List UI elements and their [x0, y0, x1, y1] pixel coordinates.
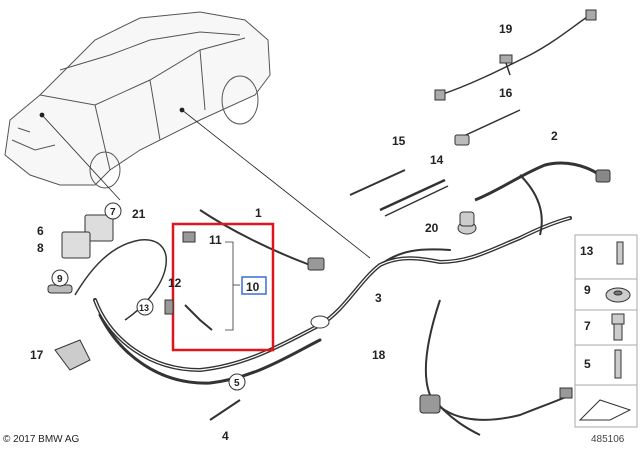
connector-18	[419, 387, 573, 414]
legend-label-5: 5	[584, 357, 591, 371]
callout-8[interactable]: 8	[37, 241, 44, 255]
legend-clip-icon	[616, 241, 624, 265]
highlight-box-10	[171, 222, 275, 352]
cable-21	[74, 239, 167, 321]
bracket-8	[61, 231, 91, 259]
cable-14	[379, 178, 449, 217]
legend-label-7: 7	[584, 319, 591, 333]
callout-9[interactable]: 9	[57, 274, 63, 285]
copyright-text: © 2017 BMW AG	[3, 434, 80, 445]
callout-11[interactable]: 11	[209, 233, 222, 247]
legend-panel: 13 9 7 5	[574, 234, 638, 428]
parts-in-box	[164, 231, 213, 331]
callout-4[interactable]: 4	[222, 429, 229, 443]
callout-19[interactable]: 19	[499, 22, 513, 36]
legend-arrow-icon	[578, 399, 632, 421]
callout-12[interactable]: 12	[168, 276, 182, 290]
legend-screw-icon	[614, 349, 622, 379]
callout-18[interactable]: 18	[372, 348, 386, 362]
callout-labels: 1 2 3 4 6 8 11 12 14 15 16 17 18 19 20 2…	[30, 22, 558, 443]
cable-18	[424, 299, 571, 436]
harness-clip	[310, 315, 330, 329]
callout-20[interactable]: 20	[425, 221, 439, 235]
callout-10[interactable]: 10	[246, 280, 260, 294]
document-number: 485106	[591, 434, 625, 445]
callout-15[interactable]: 15	[392, 134, 406, 148]
callout-2[interactable]: 2	[551, 129, 558, 143]
connector-19	[434, 9, 597, 101]
battery-cable-2	[474, 161, 601, 236]
bracket-17	[54, 339, 91, 371]
legend-label-9: 9	[584, 283, 591, 297]
vehicle-outline	[4, 11, 271, 189]
bolt-4	[209, 399, 241, 421]
callout-21[interactable]: 21	[132, 207, 146, 221]
grommet-20	[457, 211, 477, 235]
terminal-2	[595, 169, 611, 183]
legend-nut-icon	[605, 287, 631, 303]
sensor-16	[454, 134, 470, 146]
callout-14[interactable]: 14	[430, 153, 444, 167]
module-6	[84, 214, 114, 242]
callout-1[interactable]: 1	[255, 206, 262, 220]
callout-13[interactable]: 13	[139, 303, 149, 313]
callout-5[interactable]: 5	[234, 378, 240, 389]
callout-7[interactable]: 7	[110, 207, 116, 218]
callout-6[interactable]: 6	[37, 224, 44, 238]
cable-19	[439, 14, 591, 96]
terminal-1	[307, 257, 325, 271]
cable-15	[349, 169, 406, 196]
callout-3[interactable]: 3	[375, 291, 382, 305]
legend-label-13: 13	[580, 244, 594, 258]
callout-16[interactable]: 16	[499, 86, 513, 100]
leader-lines	[39, 107, 371, 259]
callout-17[interactable]: 17	[30, 348, 44, 362]
selected-callout-10[interactable]: 10	[241, 276, 267, 295]
harness-inner-line	[94, 217, 571, 371]
circled-callouts: 7 9 13 5	[51, 202, 246, 391]
bracket-lines	[225, 241, 240, 331]
legend-bolt-icon	[611, 313, 625, 341]
cable-1	[199, 209, 311, 266]
